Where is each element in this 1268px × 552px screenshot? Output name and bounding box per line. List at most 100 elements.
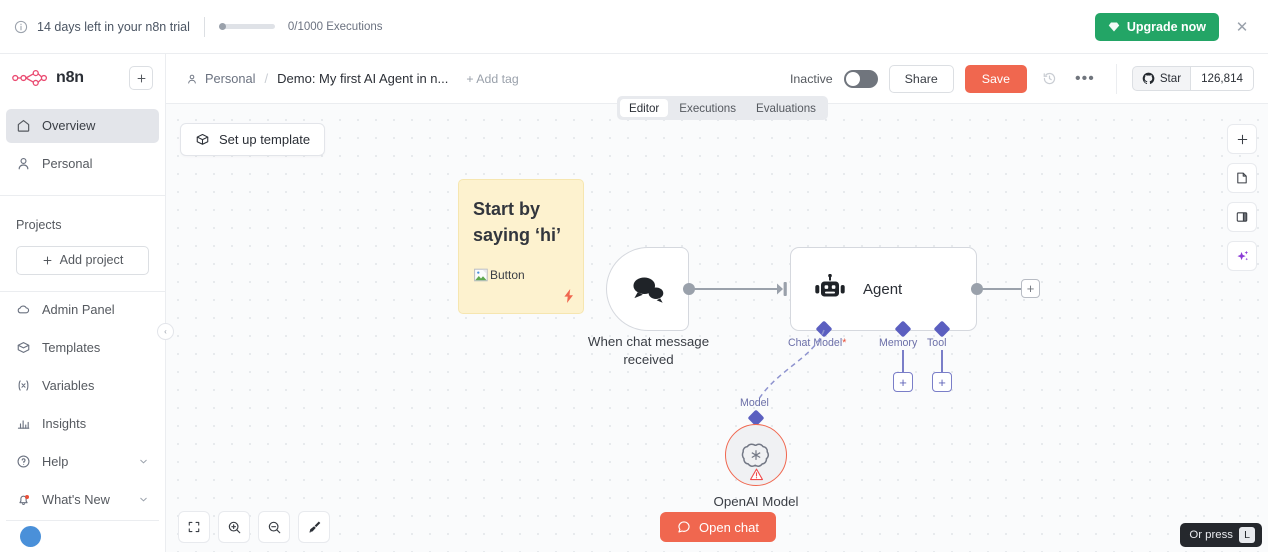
zoom-to-fit-button[interactable] xyxy=(178,511,210,543)
broken-image-icon xyxy=(474,268,488,282)
set-up-template-button[interactable]: Set up template xyxy=(180,123,326,156)
share-button[interactable]: Share xyxy=(888,64,954,93)
breadcrumb-project[interactable]: Personal xyxy=(186,71,256,86)
memory-connector-label: Memory xyxy=(879,337,918,349)
add-sticky-note-button[interactable] xyxy=(1227,163,1257,193)
sidebar-divider-2 xyxy=(0,291,165,292)
open-chat-button[interactable]: Open chat xyxy=(660,512,776,542)
add-memory-button[interactable]: + xyxy=(893,372,913,392)
sidebar-item-admin-panel[interactable]: Admin Panel xyxy=(6,292,159,326)
tab-editor[interactable]: Editor xyxy=(620,99,669,117)
sidebar-item-whats-new[interactable]: What's New xyxy=(6,482,159,516)
add-tag-button[interactable]: + Add tag xyxy=(466,71,519,86)
add-node-after-agent-button[interactable]: + xyxy=(1021,279,1040,298)
sidebar-collapse-handle[interactable]: ‹ xyxy=(157,323,174,340)
tool-connector-line xyxy=(941,350,943,376)
toggle-panel-button[interactable] xyxy=(1227,202,1257,232)
trial-banner-right: Upgrade now ✕ xyxy=(1094,12,1254,41)
sidebar-primary-nav: Overview Personal xyxy=(0,103,165,185)
node-agent[interactable]: Agent xyxy=(790,247,977,331)
n8n-logo-icon xyxy=(12,70,48,87)
chat-model-label-text: Chat Model xyxy=(788,337,843,349)
sidebar-item-insights[interactable]: Insights xyxy=(6,406,159,440)
tidy-up-button[interactable] xyxy=(298,511,330,543)
cloud-icon xyxy=(17,304,30,313)
sidebar-user-row[interactable] xyxy=(6,520,159,552)
open-chat-label: Open chat xyxy=(699,519,759,535)
sticky-note[interactable]: Start by saying ‘hi’ Button xyxy=(458,179,584,314)
robot-icon xyxy=(815,274,845,297)
plus-icon xyxy=(1237,134,1247,144)
sidebar-item-label: Admin Panel xyxy=(42,301,115,317)
notification-dot xyxy=(25,494,29,499)
tab-executions[interactable]: Executions xyxy=(679,101,737,115)
sidebar-item-help[interactable]: Help xyxy=(6,444,159,478)
ai-assistant-button[interactable] xyxy=(1227,241,1257,271)
add-tool-button[interactable]: + xyxy=(932,372,952,392)
plus-icon xyxy=(43,256,52,265)
sidebar-item-variables[interactable]: Variables xyxy=(6,368,159,402)
sidebar-item-label: What's New xyxy=(42,491,110,507)
chat-model-connector-label: Chat Model* xyxy=(788,337,846,349)
node-label-trigger: When chat message received xyxy=(587,334,710,367)
zoom-in-button[interactable] xyxy=(218,511,250,543)
sidebar-secondary-nav: Admin Panel Templates Variables Insi xyxy=(0,292,165,552)
sidebar-item-label: Templates xyxy=(42,339,101,355)
workflow-header-actions: Inactive Share Save ••• Star 126,814 xyxy=(789,63,1254,94)
sidebar-item-label: Variables xyxy=(42,377,95,393)
chat-bubble-icon xyxy=(678,521,690,533)
trial-banner-text: 14 days left in your n8n trial xyxy=(37,19,190,34)
github-star-label: Star xyxy=(1159,72,1182,85)
executions-count: 0/1000 Executions xyxy=(287,20,383,33)
upgrade-now-button[interactable]: Upgrade now xyxy=(1094,12,1219,41)
add-node-button[interactable] xyxy=(1227,124,1257,154)
variable-icon xyxy=(18,379,29,391)
canvas-zoom-controls xyxy=(178,511,330,543)
node-when-chat-message-received[interactable] xyxy=(606,247,689,331)
workflow-active-label: Inactive xyxy=(789,71,833,86)
executions-meter: 0/1000 Executions xyxy=(218,20,383,33)
sidebar-item-templates[interactable]: Templates xyxy=(6,330,159,364)
sidebar-item-label: Insights xyxy=(42,415,87,431)
workflow-title[interactable]: Demo: My first AI Agent in n... xyxy=(277,71,449,86)
tool-connector-label: Tool xyxy=(927,337,947,349)
history-icon[interactable] xyxy=(1038,68,1060,90)
keyboard-hint-tooltip: Or press L xyxy=(1180,523,1262,547)
executions-progress-bar xyxy=(218,23,275,30)
sidebar-projects-heading: Projects xyxy=(16,217,62,232)
save-button[interactable]: Save xyxy=(964,64,1027,93)
sticky-note-title: Start by saying ‘hi’ xyxy=(473,199,562,246)
upgrade-now-label: Upgrade now xyxy=(1126,19,1206,34)
github-star-badge[interactable]: Star 126,814 xyxy=(1131,66,1254,91)
breadcrumb-separator: / xyxy=(264,71,269,86)
sidebar-logo-text: n8n xyxy=(56,69,84,87)
sticky-note-image-alt: Button xyxy=(490,268,525,283)
person-icon xyxy=(18,158,29,170)
node-label-openai-model: OpenAI Model xyxy=(713,494,799,509)
sidebar-item-overview[interactable]: Overview xyxy=(6,108,159,143)
agent-output-port[interactable] xyxy=(971,283,983,295)
sticky-note-icon xyxy=(1237,172,1247,184)
workflow-canvas[interactable]: Set up template Start by saying ‘hi’ But… xyxy=(166,104,1268,552)
avatar[interactable] xyxy=(20,526,41,547)
chevron-down-icon xyxy=(140,459,147,464)
template-icon xyxy=(17,341,30,353)
sidebar-item-personal[interactable]: Personal xyxy=(6,147,159,181)
header-divider xyxy=(1115,63,1117,94)
sidebar-add-button[interactable] xyxy=(129,66,153,91)
close-icon[interactable]: ✕ xyxy=(1235,18,1249,36)
workflow-active-toggle[interactable] xyxy=(843,69,878,88)
connection-agent-to-add xyxy=(982,288,1021,290)
sidebar-item-label: Help xyxy=(42,453,69,469)
tab-evaluations[interactable]: Evaluations xyxy=(756,101,816,115)
add-project-button[interactable]: Add project xyxy=(16,245,149,276)
zoom-out-button[interactable] xyxy=(258,511,290,543)
connection-trigger-to-agent xyxy=(694,288,778,290)
fit-to-screen-icon xyxy=(188,521,200,533)
agent-input-arrow-icon xyxy=(777,282,787,296)
trigger-output-port[interactable] xyxy=(683,283,695,295)
sidebar-divider xyxy=(0,194,165,196)
more-options-button[interactable]: ••• xyxy=(1075,69,1095,87)
github-star-button[interactable]: Star xyxy=(1131,66,1191,91)
